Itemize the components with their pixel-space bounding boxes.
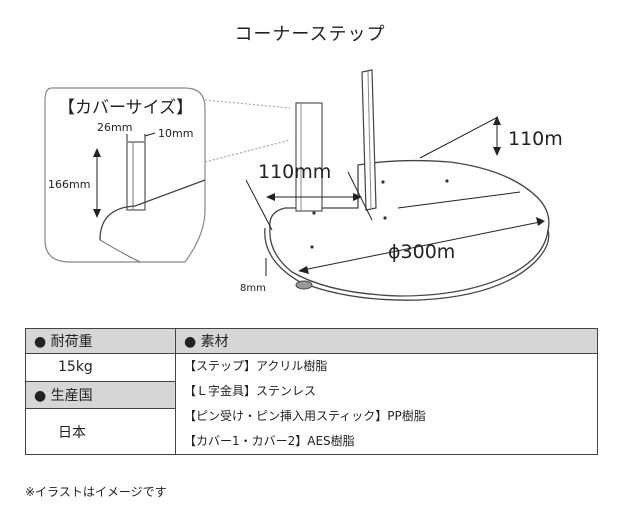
material-item: 【Ｌ字金具】ステンレス — [184, 384, 317, 398]
load-header: ● 耐荷重 — [25, 328, 176, 354]
load-value: 15kg — [25, 353, 176, 382]
cover-thickness-label: 10mm — [158, 127, 193, 140]
material-header: ● 素材 — [175, 328, 598, 354]
side-width-label: 110m — [508, 128, 563, 150]
illustration-note: ※イラストはイメージです — [25, 485, 167, 499]
material-item: 【カバー1・カバー2】AES樹脂 — [184, 434, 355, 448]
origin-header: ● 生産国 — [25, 380, 176, 410]
cover-width-label: 26mm — [97, 121, 132, 134]
origin-value: 日本 — [25, 408, 176, 455]
cover-height-label: 166mm — [48, 178, 90, 191]
cover-size-label: 【カバーサイズ】 — [58, 98, 193, 118]
step-drawing: 110mm 110m ϕ300m 8mm — [240, 69, 563, 301]
product-diagram: 【カバーサイズ】 26mm 10mm 166mm — [44, 69, 563, 301]
cover-size-inset: 【カバーサイズ】 26mm 10mm 166mm — [44, 87, 291, 263]
thickness-label: 8mm — [240, 283, 266, 294]
front-width-label: 110mm — [258, 161, 331, 183]
material-item: 【ステップ】アクリル樹脂 — [184, 359, 328, 373]
spec-table: ● 耐荷重 ● 素材 15kg 【ステップ】アクリル樹脂 【Ｌ字金具】ステンレス… — [25, 328, 598, 455]
material-item: 【ピン受け・ピン挿入用スティック】PP樹脂 — [184, 409, 426, 423]
diameter-label: ϕ300m — [388, 241, 455, 263]
material-list: 【ステップ】アクリル樹脂 【Ｌ字金具】ステンレス 【ピン受け・ピン挿入用スティッ… — [175, 353, 598, 455]
page-title: コーナーステップ — [234, 24, 386, 45]
